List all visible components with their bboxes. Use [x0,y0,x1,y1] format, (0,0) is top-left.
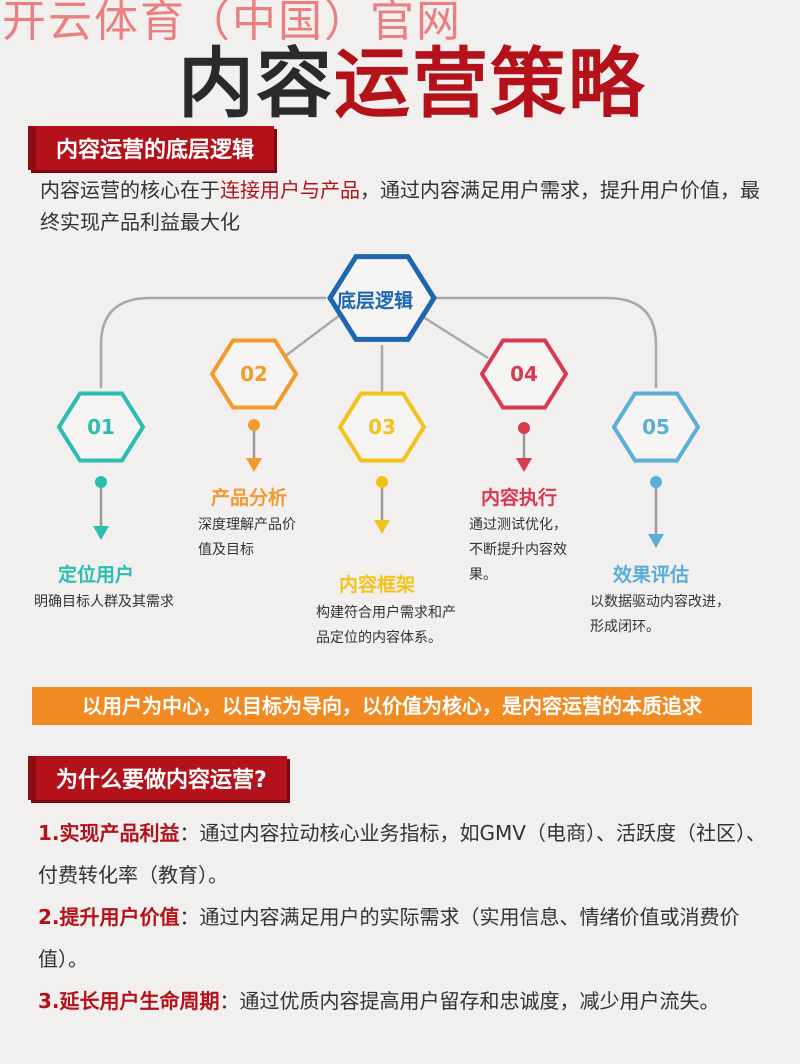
connector-05 [434,296,658,388]
title-dark: 内容 [178,39,334,128]
intro-text: 内容运营的核心在于连接用户与产品，通过内容满足用户需求，提升用户价值，最终实现产… [40,174,770,238]
arrow-down-icon [246,458,262,472]
connector-04 [419,313,489,360]
section-heading-logic: 内容运营的底层逻辑 [28,126,275,170]
step-number: 01 [87,415,115,439]
step-description: 深度理解产品价值及目标 [198,517,296,558]
intro-pre: 内容运营的核心在于 [40,178,220,202]
reason-3: 3.延长用户生命周期：通过优质内容提高用户留存和忠诚度，减少用户流失。 [38,980,768,1022]
step-description: 明确目标人群及其需求 [34,594,174,610]
arrow-down-icon [648,534,664,548]
step-label: 定位用户 [58,564,135,586]
reason-text: ：通过内容满足用户的实际需求（实用信息、情绪价值或消费价值）。 [38,905,740,971]
step-description: 以数据驱动内容改进，形成闭环。 [590,594,730,635]
step-description: 构建符合用户需求和产品定位的内容体系。 [316,605,456,646]
section-heading-why: 为什么要做内容运营? [28,756,287,800]
center-hexagon [327,254,437,342]
intro-highlight: 连接用户与产品 [220,178,360,202]
step-label: 内容框架 [339,574,416,596]
slogan-banner: 以用户为中心，以目标为导向，以价值为核心，是内容运营的本质追求 [32,687,752,725]
title-red: 运营策略 [334,39,646,128]
step-label: 效果评估 [613,564,690,586]
step-number: 04 [510,362,538,386]
step-dot [248,419,260,431]
reason-key: 1.实现产品利益 [38,821,180,845]
step-dot [95,476,107,488]
connector-02 [279,314,341,361]
reason-key: 3.延长用户生命周期 [38,989,220,1013]
step-hexagon-02 [209,338,299,410]
step-hexagon-01 [56,391,146,463]
reason-1: 1.实现产品利益：通过内容拉动核心业务指标，如GMV（电商）、活跃度（社区）、付… [38,812,768,896]
step-number: 03 [368,415,396,439]
reason-text: ：通过优质内容提高用户留存和忠诚度，减少用户流失。 [219,989,720,1013]
step-hexagon-04 [479,338,569,410]
intro-post: ，通过内容满足用户需求，提升用户价值，最终实现产品利益最大化 [40,178,760,234]
step-dot [376,476,388,488]
step-hexagon-03 [337,391,427,463]
center-label: 底层逻辑 [337,290,414,312]
reason-text: ：通过内容拉动核心业务指标，如GMV（电商）、活跃度（社区）、付费转化率（教育）… [38,821,766,887]
step-hexagon-05 [611,391,701,463]
step-dot [650,476,662,488]
step-number: 05 [642,415,670,439]
step-number: 02 [240,362,268,386]
step-label: 内容执行 [481,487,558,509]
page-title: 内容运营策略 [178,46,646,122]
reason-2: 2.提升用户价值：通过内容满足用户的实际需求（实用信息、情绪价值或消费价值）。 [38,896,768,980]
step-description: 通过测试优化，不断提升内容效果。 [469,517,567,583]
arrow-down-icon [374,520,390,534]
reason-key: 2.提升用户价值 [38,905,180,929]
watermark: 开云体育（中国）官网 [2,0,462,47]
arrow-down-icon [516,458,532,472]
arrow-down-icon [93,526,109,540]
connector-01 [99,296,326,388]
connector-lines [99,296,658,392]
step-label: 产品分析 [211,487,288,509]
diagram: 01 02 03 04 05 [56,254,701,548]
step-dot [518,422,530,434]
